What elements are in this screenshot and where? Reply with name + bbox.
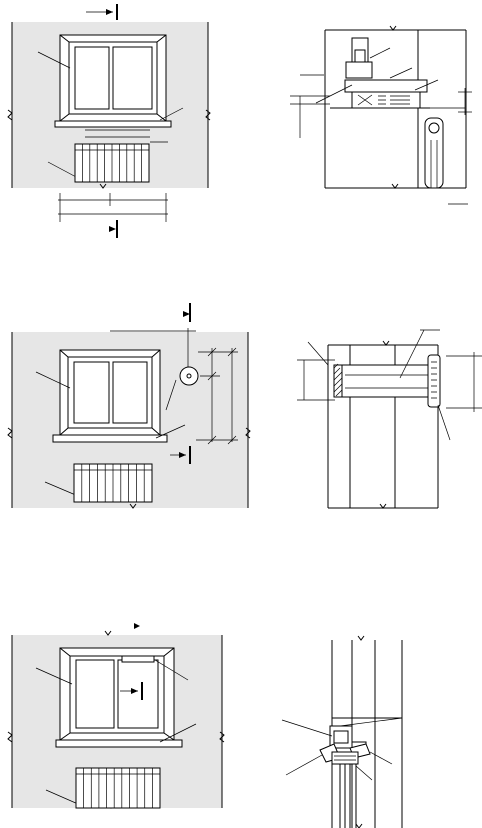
break-mark (355, 823, 363, 828)
leader (369, 47, 391, 59)
thermostat-grille (431, 361, 437, 399)
sash-left (74, 46, 110, 110)
break-mark-left (7, 731, 13, 743)
frame-corner (163, 732, 175, 741)
sill-board (344, 79, 428, 93)
hatch (333, 363, 343, 397)
leader (165, 379, 177, 411)
leader (369, 751, 393, 765)
frame-corner (151, 349, 161, 358)
window-sill (54, 120, 172, 128)
elevation-2 (7, 303, 251, 509)
leader (37, 51, 71, 69)
vent-panel (121, 655, 155, 663)
thermostat (179, 366, 199, 386)
break-mark (389, 25, 397, 31)
elevation-1 (7, 4, 211, 238)
leader (414, 79, 439, 91)
section-2 (297, 329, 482, 509)
pipe-block (331, 751, 359, 765)
frame-corner (156, 113, 167, 122)
window-sill (55, 739, 183, 748)
section-arrowhead (183, 311, 190, 317)
leader (44, 481, 79, 497)
leader (47, 161, 79, 179)
radiator (75, 767, 161, 809)
frame-corner (59, 113, 70, 122)
sill-cross (357, 94, 373, 106)
break-mark-bottom (129, 503, 137, 509)
sash-right (112, 46, 153, 110)
radiator-side (424, 117, 444, 189)
sash-left (75, 659, 115, 729)
frame-corner (59, 34, 70, 43)
thermostat-housing (427, 354, 441, 408)
break-mark (357, 635, 365, 641)
break-mark (391, 183, 399, 189)
break-mark-bottom (99, 183, 107, 189)
radiator (74, 143, 150, 183)
break-mark (382, 340, 390, 346)
break-mark-right (219, 731, 225, 743)
sill-hatch (378, 95, 410, 105)
frame-corner (59, 647, 71, 657)
leader (35, 371, 71, 389)
leader (35, 667, 73, 685)
sash-right (117, 659, 159, 729)
window-sill (52, 434, 168, 443)
frame-corner (59, 427, 69, 436)
elevation-3 (7, 623, 225, 809)
leader (339, 717, 403, 727)
leader (45, 789, 79, 805)
leader (285, 754, 323, 776)
slope (315, 84, 353, 104)
radiator-valve (428, 122, 440, 134)
frame-corner (59, 349, 69, 358)
leader (155, 424, 186, 439)
break-mark-right (205, 109, 211, 121)
leader (437, 404, 451, 441)
frame-profile-lower (345, 61, 373, 79)
section-arrowhead-bottom (179, 452, 186, 458)
section-arrowhead (131, 688, 138, 694)
pipe-hatch (334, 755, 356, 761)
frame-corner (163, 647, 175, 657)
leader (399, 329, 425, 379)
frame-corner (151, 427, 161, 436)
frame-corner (156, 34, 167, 43)
leader (355, 765, 373, 781)
wall-chase (333, 364, 429, 398)
section-3 (281, 635, 403, 828)
leader (307, 341, 329, 366)
leader (159, 107, 184, 121)
section-arrowhead-top (134, 623, 140, 629)
sash-right (112, 361, 148, 424)
break-mark-top (104, 630, 112, 636)
radiator (73, 463, 153, 503)
valve-cap (333, 730, 349, 744)
leader (281, 719, 333, 737)
thermostat-dial (186, 373, 192, 379)
section-arrowhead-top (106, 9, 113, 15)
frame-corner (59, 732, 71, 741)
section-arrowhead-bottom (109, 226, 116, 232)
dimension-tick (207, 347, 237, 445)
radiator-body (75, 767, 161, 809)
sash-left (73, 361, 110, 424)
leader (154, 659, 189, 681)
break-mark (379, 503, 387, 509)
break-mark-left (7, 109, 13, 121)
leader (159, 723, 197, 743)
leader (389, 67, 413, 79)
break-mark-right (245, 427, 251, 439)
break-mark-left (7, 427, 13, 439)
glazing-bead (354, 49, 366, 63)
section-1 (290, 25, 472, 205)
